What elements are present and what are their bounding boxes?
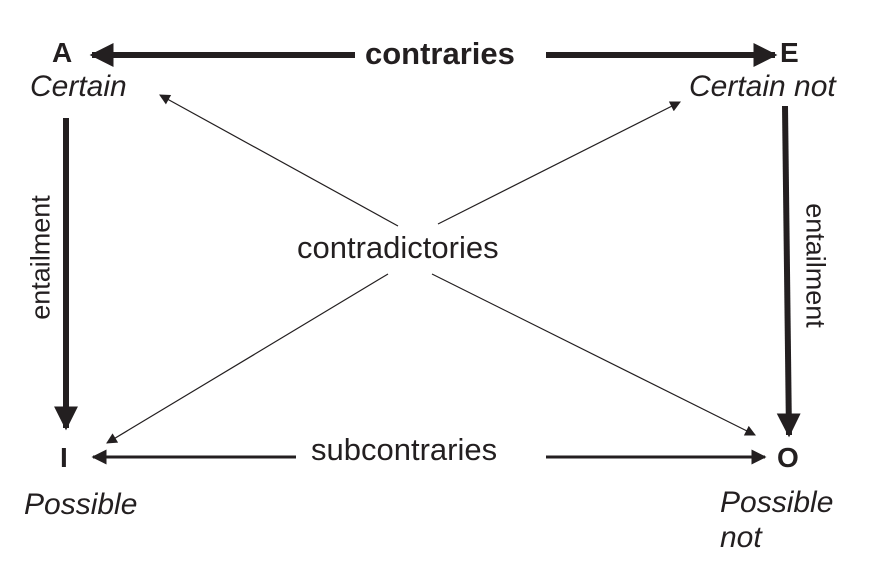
corner-e-letter: E [780, 37, 799, 68]
subcontraries-label: subcontraries [311, 432, 498, 467]
corner-e-modal: Certain not [689, 70, 836, 103]
entailment-label-left: entailment [25, 195, 56, 320]
contradictories-arrow-e [437, 101, 681, 225]
contradictories-label: contradictories [297, 230, 499, 265]
corner-i-letter: I [60, 442, 68, 473]
entailment-arrow-right [776, 105, 801, 438]
corner-a-letter: A [52, 37, 73, 68]
contradictories-arrow-i [106, 273, 389, 444]
corner-o-modal-line1: Possible [720, 486, 834, 519]
corner-o-letter: O [777, 442, 799, 473]
entailment-label-right: entailment [800, 203, 831, 328]
contradictories-arrow-o [431, 273, 756, 436]
corner-o-modal-line2: not [720, 521, 762, 554]
contraries-label: contraries [365, 36, 515, 71]
corner-a-modal: Certain [30, 70, 127, 103]
contradictories-arrow-a [159, 94, 399, 227]
corner-i-modal: Possible [24, 488, 138, 521]
